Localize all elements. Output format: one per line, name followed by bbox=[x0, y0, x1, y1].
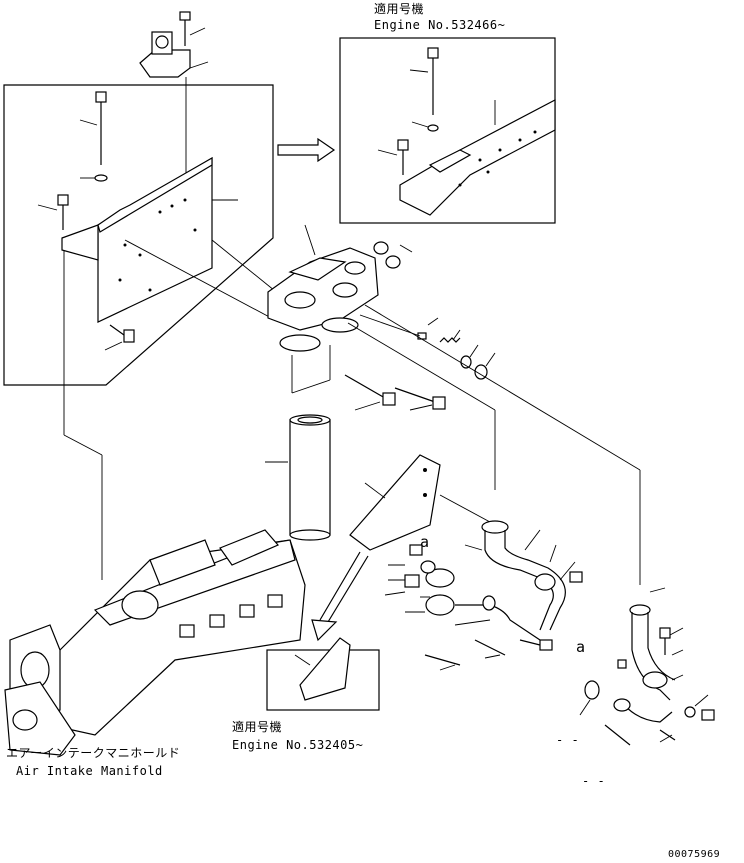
inset-arrow bbox=[277, 137, 336, 163]
air-intake-manifold bbox=[4, 529, 306, 756]
manifold-label-en: Air Intake Manifold bbox=[16, 764, 163, 778]
main-bracket-inset-box bbox=[3, 84, 274, 386]
plug-caps bbox=[373, 241, 401, 269]
pipe-upper bbox=[481, 520, 566, 631]
inset-gasket bbox=[299, 637, 351, 701]
inset-top-applicable-label: 適用号機 bbox=[374, 2, 425, 16]
pipe-flange bbox=[425, 568, 541, 641]
reference-mark-a-upper: a bbox=[420, 533, 430, 551]
small-bolt-pipe bbox=[569, 571, 583, 583]
main-bracket-plate bbox=[61, 156, 213, 323]
inset-bracket-plate bbox=[399, 99, 556, 216]
relief-valve-parts bbox=[417, 332, 488, 380]
pipe-right-bolts bbox=[617, 627, 715, 721]
inset-top-engine-number: Engine No.532466~ bbox=[374, 18, 506, 32]
pipe-right bbox=[613, 604, 676, 723]
inset-side-bolt bbox=[397, 139, 409, 175]
bottom-inset-box bbox=[266, 649, 380, 711]
head-bolts bbox=[344, 374, 446, 410]
inset-arrow-lower bbox=[311, 551, 369, 642]
plate-gasket bbox=[349, 454, 441, 551]
bracket-mount bbox=[139, 11, 191, 78]
drawing-number: 00075969 bbox=[668, 849, 721, 860]
dash-mark-2: - - bbox=[582, 774, 606, 788]
filter-element bbox=[289, 345, 331, 541]
clamps-lower-left bbox=[424, 639, 553, 666]
gaskets-left bbox=[404, 544, 436, 588]
side-bolt-left bbox=[57, 194, 69, 230]
inset-long-bolt bbox=[427, 47, 439, 132]
filter-head bbox=[267, 247, 379, 352]
manifold-label-jp: エアーインテークマニホールド bbox=[6, 746, 181, 760]
inset-bottom-engine-number: Engine No.532405~ bbox=[232, 738, 364, 752]
dash-mark-1: - - bbox=[556, 733, 580, 747]
inset-bottom-applicable-label: 適用号機 bbox=[232, 720, 283, 734]
clamps-lower-right bbox=[584, 680, 676, 746]
reference-mark-a-lower: a bbox=[576, 638, 586, 656]
bottom-bolt bbox=[109, 324, 135, 343]
long-bolt-left bbox=[94, 91, 108, 182]
